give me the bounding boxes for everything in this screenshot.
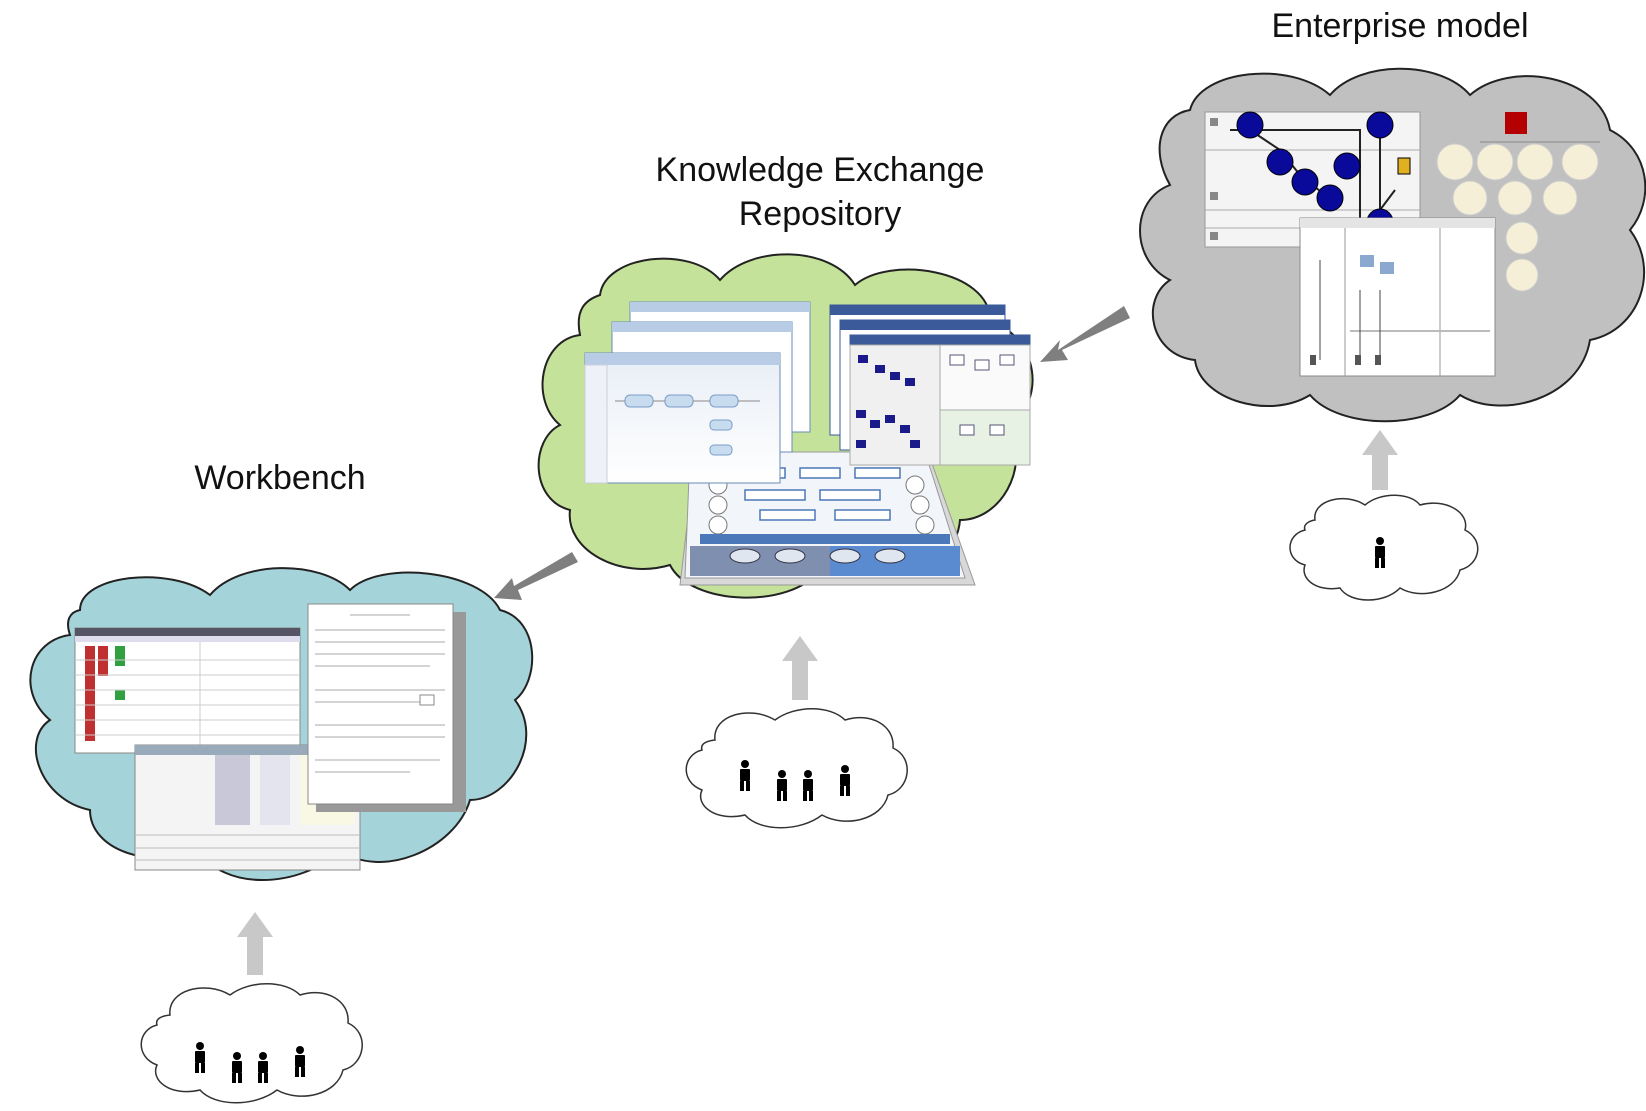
repository-window-stack-right: [829, 304, 1031, 466]
enterprise-model-title: Enterprise model: [1271, 7, 1529, 45]
knowledge-exchange-line2: Repository: [738, 195, 902, 233]
repository-user-cloud: [685, 708, 908, 829]
workbench-document: [307, 603, 466, 812]
knowledge-exchange-label: Knowledge Exchange Repository: [600, 148, 1040, 236]
workbench-label: Workbench: [160, 456, 400, 500]
workbench-title: Workbench: [194, 459, 366, 497]
enterprise-model-label: Enterprise model: [1230, 4, 1570, 48]
enterprise-user-cloud: [1289, 494, 1479, 601]
workbench-spreadsheet: [74, 627, 301, 754]
enterprise-swimlane: [1299, 217, 1496, 377]
arrow-icon: [1040, 306, 1130, 362]
arrow-icon: [494, 552, 578, 600]
arrow-icon: [782, 636, 818, 700]
repository-window-stack-left: [584, 301, 811, 484]
workbench-user-cloud: [140, 983, 363, 1104]
enterprise-hierarchy: [1436, 112, 1600, 292]
arrow-icon: [237, 912, 273, 975]
knowledge-exchange-line1: Knowledge Exchange: [655, 151, 985, 189]
arrow-icon: [1362, 430, 1398, 490]
